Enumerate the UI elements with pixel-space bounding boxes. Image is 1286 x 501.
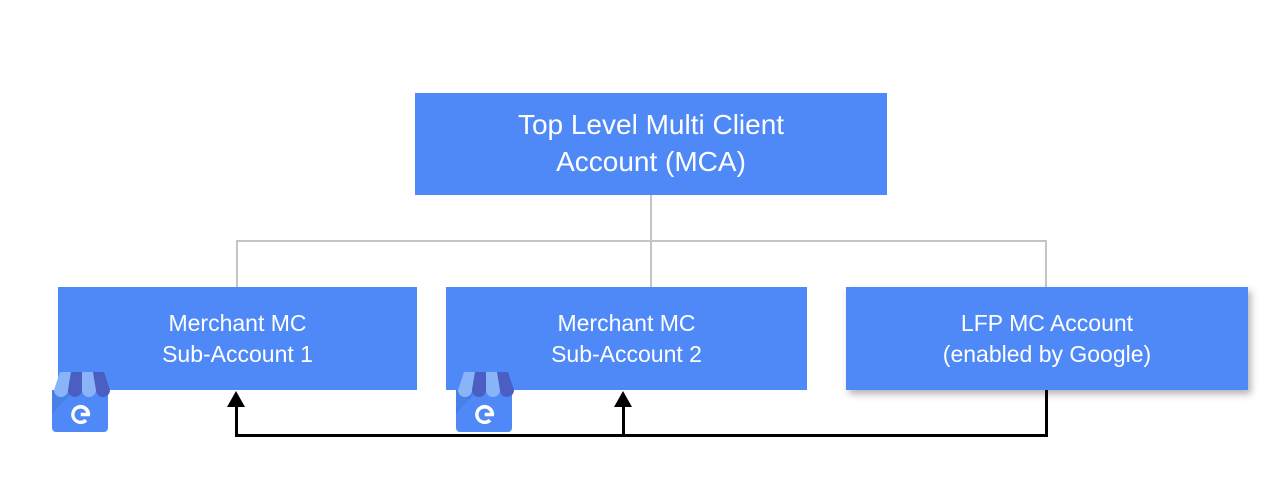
node-top-level-mca[interactable]: Top Level Multi Client Account (MCA) (415, 93, 887, 195)
node-merchant-mc-sub-account-1[interactable]: Merchant MC Sub-Account 1 (58, 287, 417, 390)
node-lfp-mc-account-line1: LFP MC Account (960, 310, 1134, 337)
feedback-arrowhead-sub1 (227, 391, 245, 407)
node-merchant-mc-sub-account-2[interactable]: Merchant MC Sub-Account 2 (446, 287, 807, 390)
node-merchant-mc-sub-account-1-line2: Sub-Account 1 (162, 340, 313, 367)
feedback-connector-bus (235, 434, 1048, 437)
google-my-business-storefront-icon (456, 372, 514, 432)
connector-top-stem (650, 195, 652, 242)
feedback-connector-lfp-riser (1045, 390, 1048, 437)
connector-horizontal-bus (236, 240, 1047, 242)
node-top-level-mca-line2: Account (MCA) (556, 146, 746, 177)
connector-drop-lfp (1045, 240, 1047, 288)
node-top-level-mca-line1: Top Level Multi Client (517, 109, 785, 141)
node-merchant-mc-sub-account-2-line2: Sub-Account 2 (551, 340, 702, 367)
feedback-connector-stem-sub1 (235, 400, 238, 435)
connector-drop-sub1 (236, 240, 238, 288)
feedback-arrowhead-sub2 (614, 391, 632, 407)
node-merchant-mc-sub-account-2-line1: Merchant MC (557, 310, 696, 337)
node-merchant-mc-sub-account-1-line1: Merchant MC (168, 310, 307, 337)
feedback-connector-stem-sub2 (622, 400, 625, 435)
google-my-business-storefront-icon (52, 372, 110, 432)
node-lfp-mc-account-line2: (enabled by Google) (942, 340, 1152, 367)
connector-drop-sub2 (650, 240, 652, 288)
node-lfp-mc-account[interactable]: LFP MC Account (enabled by Google) (846, 287, 1248, 390)
